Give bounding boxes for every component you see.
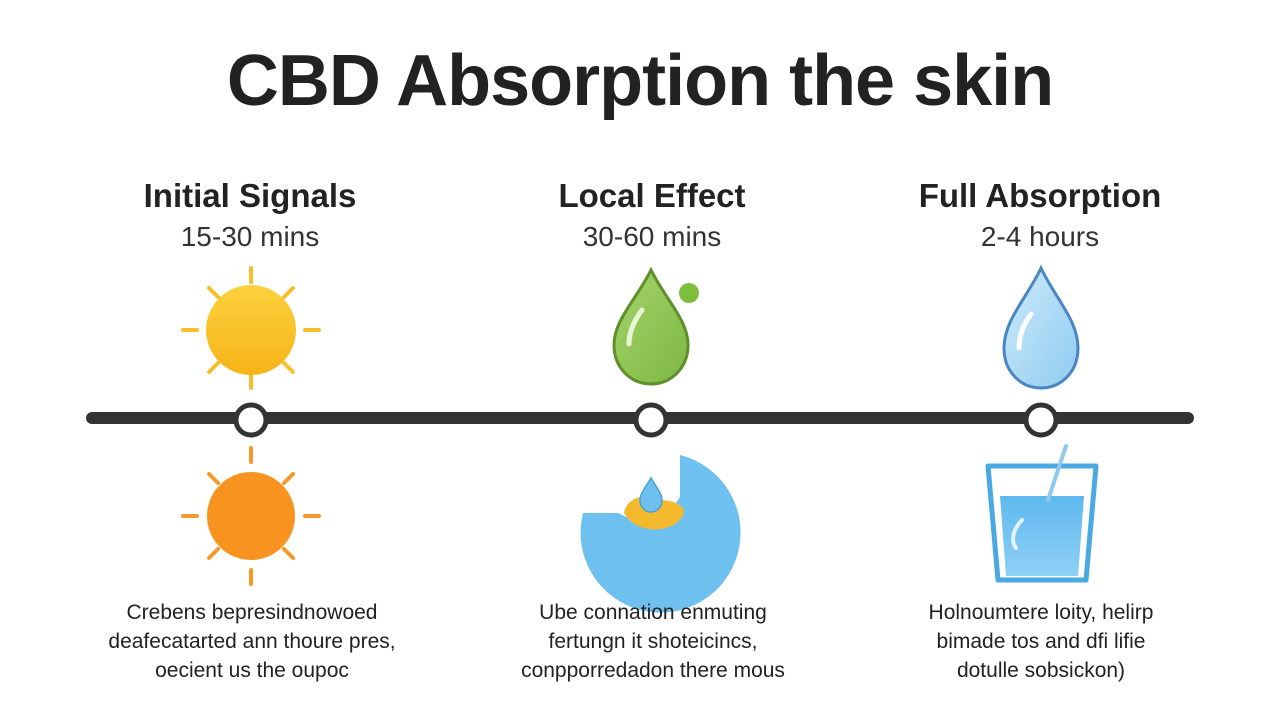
- skin-droplet-icon: [580, 455, 741, 613]
- stage-description-full: Holnoumtere loity, helirp bimade tos and…: [851, 598, 1231, 685]
- stage-description-initial: Crebens bepresindnowoed deafecatarted an…: [62, 598, 442, 685]
- timeline-marker: [633, 402, 669, 438]
- water-glass-icon: [985, 444, 1099, 583]
- timeline: [86, 402, 1194, 438]
- description-line: Ube connation enmuting: [539, 601, 767, 624]
- stage-header-full: Full Absorption 2-4 hours: [860, 176, 1220, 258]
- description-line: Crebens bepresindnowoed: [126, 601, 378, 624]
- stage-description-local: Ube connation enmuting fertungn it shote…: [463, 598, 843, 685]
- stage-time: 2-4 hours: [980, 221, 1100, 252]
- description-line: bimade tos and dfi lifie: [936, 630, 1146, 653]
- stage-title: Full Absorption: [918, 177, 1162, 214]
- orange-sun-icon: [181, 446, 321, 586]
- stage-header-local: Local Effect 30-60 mins: [472, 176, 832, 258]
- description-line: conpporredadon there mous: [521, 659, 785, 682]
- stage-header-initial: Initial Signals 15-30 mins: [70, 176, 430, 258]
- description-line: Holnoumtere loity, helirp: [928, 601, 1154, 624]
- stage-time: 15-30 mins: [180, 221, 320, 252]
- stage-title: Local Effect: [558, 177, 746, 214]
- stage-time: 30-60 mins: [582, 221, 722, 252]
- description-line: fertungn it shoteicincs,: [548, 630, 758, 653]
- stage-title: Initial Signals: [143, 177, 357, 214]
- blue-droplet-icon: [1002, 264, 1080, 390]
- page-title: CBD Absorption the skin: [226, 41, 1054, 121]
- green-droplet-icon: [612, 266, 699, 386]
- description-line: oecient us the oupoc: [155, 659, 349, 682]
- timeline-marker: [233, 402, 269, 438]
- description-line: dotulle sobsickon): [956, 659, 1126, 682]
- timeline-marker: [1023, 402, 1059, 438]
- sun-icon: [181, 266, 321, 390]
- description-line: deafecatarted ann thoure pres,: [108, 630, 396, 653]
